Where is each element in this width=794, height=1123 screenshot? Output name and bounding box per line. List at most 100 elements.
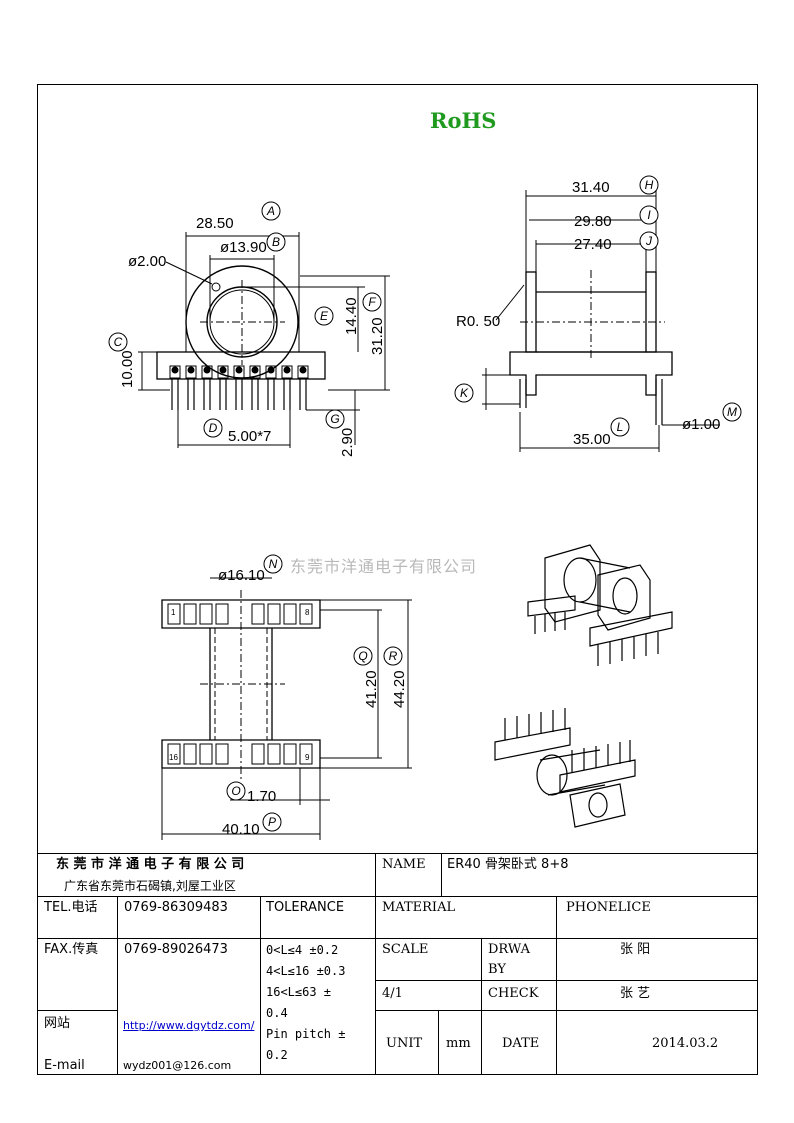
part-name: ER40 骨架卧式 8+8 [447,857,569,872]
tel-label: TEL.电话 [44,900,98,915]
dim-phi2-00: ø2.00 [128,253,166,270]
dim-1-70: 1.70 [247,788,276,805]
marker-e: E [314,306,334,326]
marker-q: Q [353,646,373,666]
svg-text:E: E [320,309,329,323]
dim-35-00: 35.00 [573,431,611,448]
svg-text:B: B [272,235,280,249]
svg-text:P: P [268,815,276,829]
dim-5x7: 5.00*7 [228,428,271,445]
marker-r: R [383,646,403,666]
bottom-view [161,577,412,840]
dim-27-40: 27.40 [574,236,612,253]
side-view [482,190,720,452]
isometric-view-top [527,544,673,666]
company-watermark: 东莞市洋通电子有限公司 [290,557,478,576]
unit-label: UNIT [386,1036,423,1051]
reference-markers: A B C D E F G H IJ K L M N O P Q R [108,175,742,832]
tolerance-line-6: 0.2 [266,1048,288,1062]
svg-text:H: H [645,178,654,192]
dim-31-20: 31.20 [369,317,386,355]
marker-a: A [261,201,281,221]
name-label: NAME [382,857,426,872]
tolerance-line-4: 0.4 [266,1006,288,1020]
svg-text:I: I [647,208,651,222]
marker-n: N [263,554,283,574]
check-value: 张 艺 [620,986,651,1001]
dim-44-20: 44.20 [391,670,408,708]
material-label: MATERIAL [382,900,456,915]
marker-b: B [266,232,286,252]
marker-g: G [325,409,345,429]
dim-29-80: 29.80 [574,213,612,230]
svg-text:M: M [727,405,737,419]
marker-j: J [639,231,659,251]
email-label: E-mail [44,1058,85,1073]
svg-text:K: K [460,386,469,400]
dim-31-40: 31.40 [572,179,610,196]
pin-label-1: 1 [171,608,176,617]
marker-c: C [108,332,128,352]
svg-text:O: O [231,784,240,798]
pin-label-16: 16 [169,753,178,762]
tolerance-label: TOLERANCE [266,900,345,915]
isometric-view-bottom [494,708,636,828]
pin-label-9: 9 [305,753,310,762]
dim-10-00: 10.00 [119,350,136,388]
dim-28-50: 28.50 [196,215,234,232]
dim-40-10: 40.10 [222,821,260,838]
marker-h: H [639,175,659,195]
svg-text:D: D [209,421,218,435]
dim-14-40: 14.40 [343,297,360,335]
tel-value: 0769-86309483 [124,900,228,915]
website-label: 网站 [44,1016,71,1031]
marker-m: M [722,402,742,422]
front-view [138,232,390,448]
svg-text:Q: Q [358,649,367,663]
marker-o: O [226,781,246,801]
marker-l: L [610,417,630,437]
svg-text:G: G [330,412,339,426]
company-address: 广东省东莞市石碣镇,刘屋工业区 [64,879,236,893]
svg-text:L: L [617,420,624,434]
website-link[interactable]: http://www.dgytdz.com/ [123,1019,255,1032]
dim-phi16-10: ø16.10 [218,567,265,584]
drawn-by-label-1: DRWA [488,942,531,957]
rohs-label: RoHS [430,108,497,133]
scale-value: 4/1 [382,986,403,1001]
marker-f: F [362,292,382,312]
svg-text:N: N [269,557,278,571]
drawn-by-label-2: BY [488,962,506,977]
date-label: DATE [502,1036,540,1051]
dim-phi13-90: ø13.90 [220,239,267,256]
marker-d: D [203,418,223,438]
drawn-by-value: 张 阳 [620,942,651,957]
dim-r0-50: R0. 50 [456,313,500,330]
email-value: wydz001@126.com [123,1059,232,1072]
fax-label: FAX.传真 [44,942,99,957]
unit-value: mm [446,1036,471,1051]
pin-label-8: 8 [305,608,310,617]
dim-2-90: 2.90 [339,428,356,457]
date-value: 2014.03.2 [652,1036,719,1051]
svg-text:R: R [389,649,398,663]
svg-text:J: J [645,234,653,248]
tolerance-line-2: 4<L≤16 ±0.3 [266,964,346,978]
drawing-sheet-border [37,84,758,1075]
company-name: 东 莞 市 洋 通 电 子 有 限 公 司 [56,857,245,872]
svg-text:C: C [114,335,123,349]
check-label: CHECK [488,986,539,1001]
fax-value: 0769-89026473 [124,942,228,957]
dim-41-20: 41.20 [363,670,380,708]
marker-p: P [262,812,282,832]
svg-text:F: F [368,295,376,309]
tolerance-line-3: 16<L≤63 ± [266,985,332,999]
svg-text:A: A [266,204,275,218]
scale-label: SCALE [382,942,429,957]
tolerance-line-1: 0<L≤4 ±0.2 [266,943,339,957]
material-value: PHONELICE [566,900,651,915]
marker-i: I [639,205,659,225]
dim-phi1-00: ø1.00 [682,416,720,433]
tolerance-line-5: Pin pitch ± [266,1027,346,1041]
